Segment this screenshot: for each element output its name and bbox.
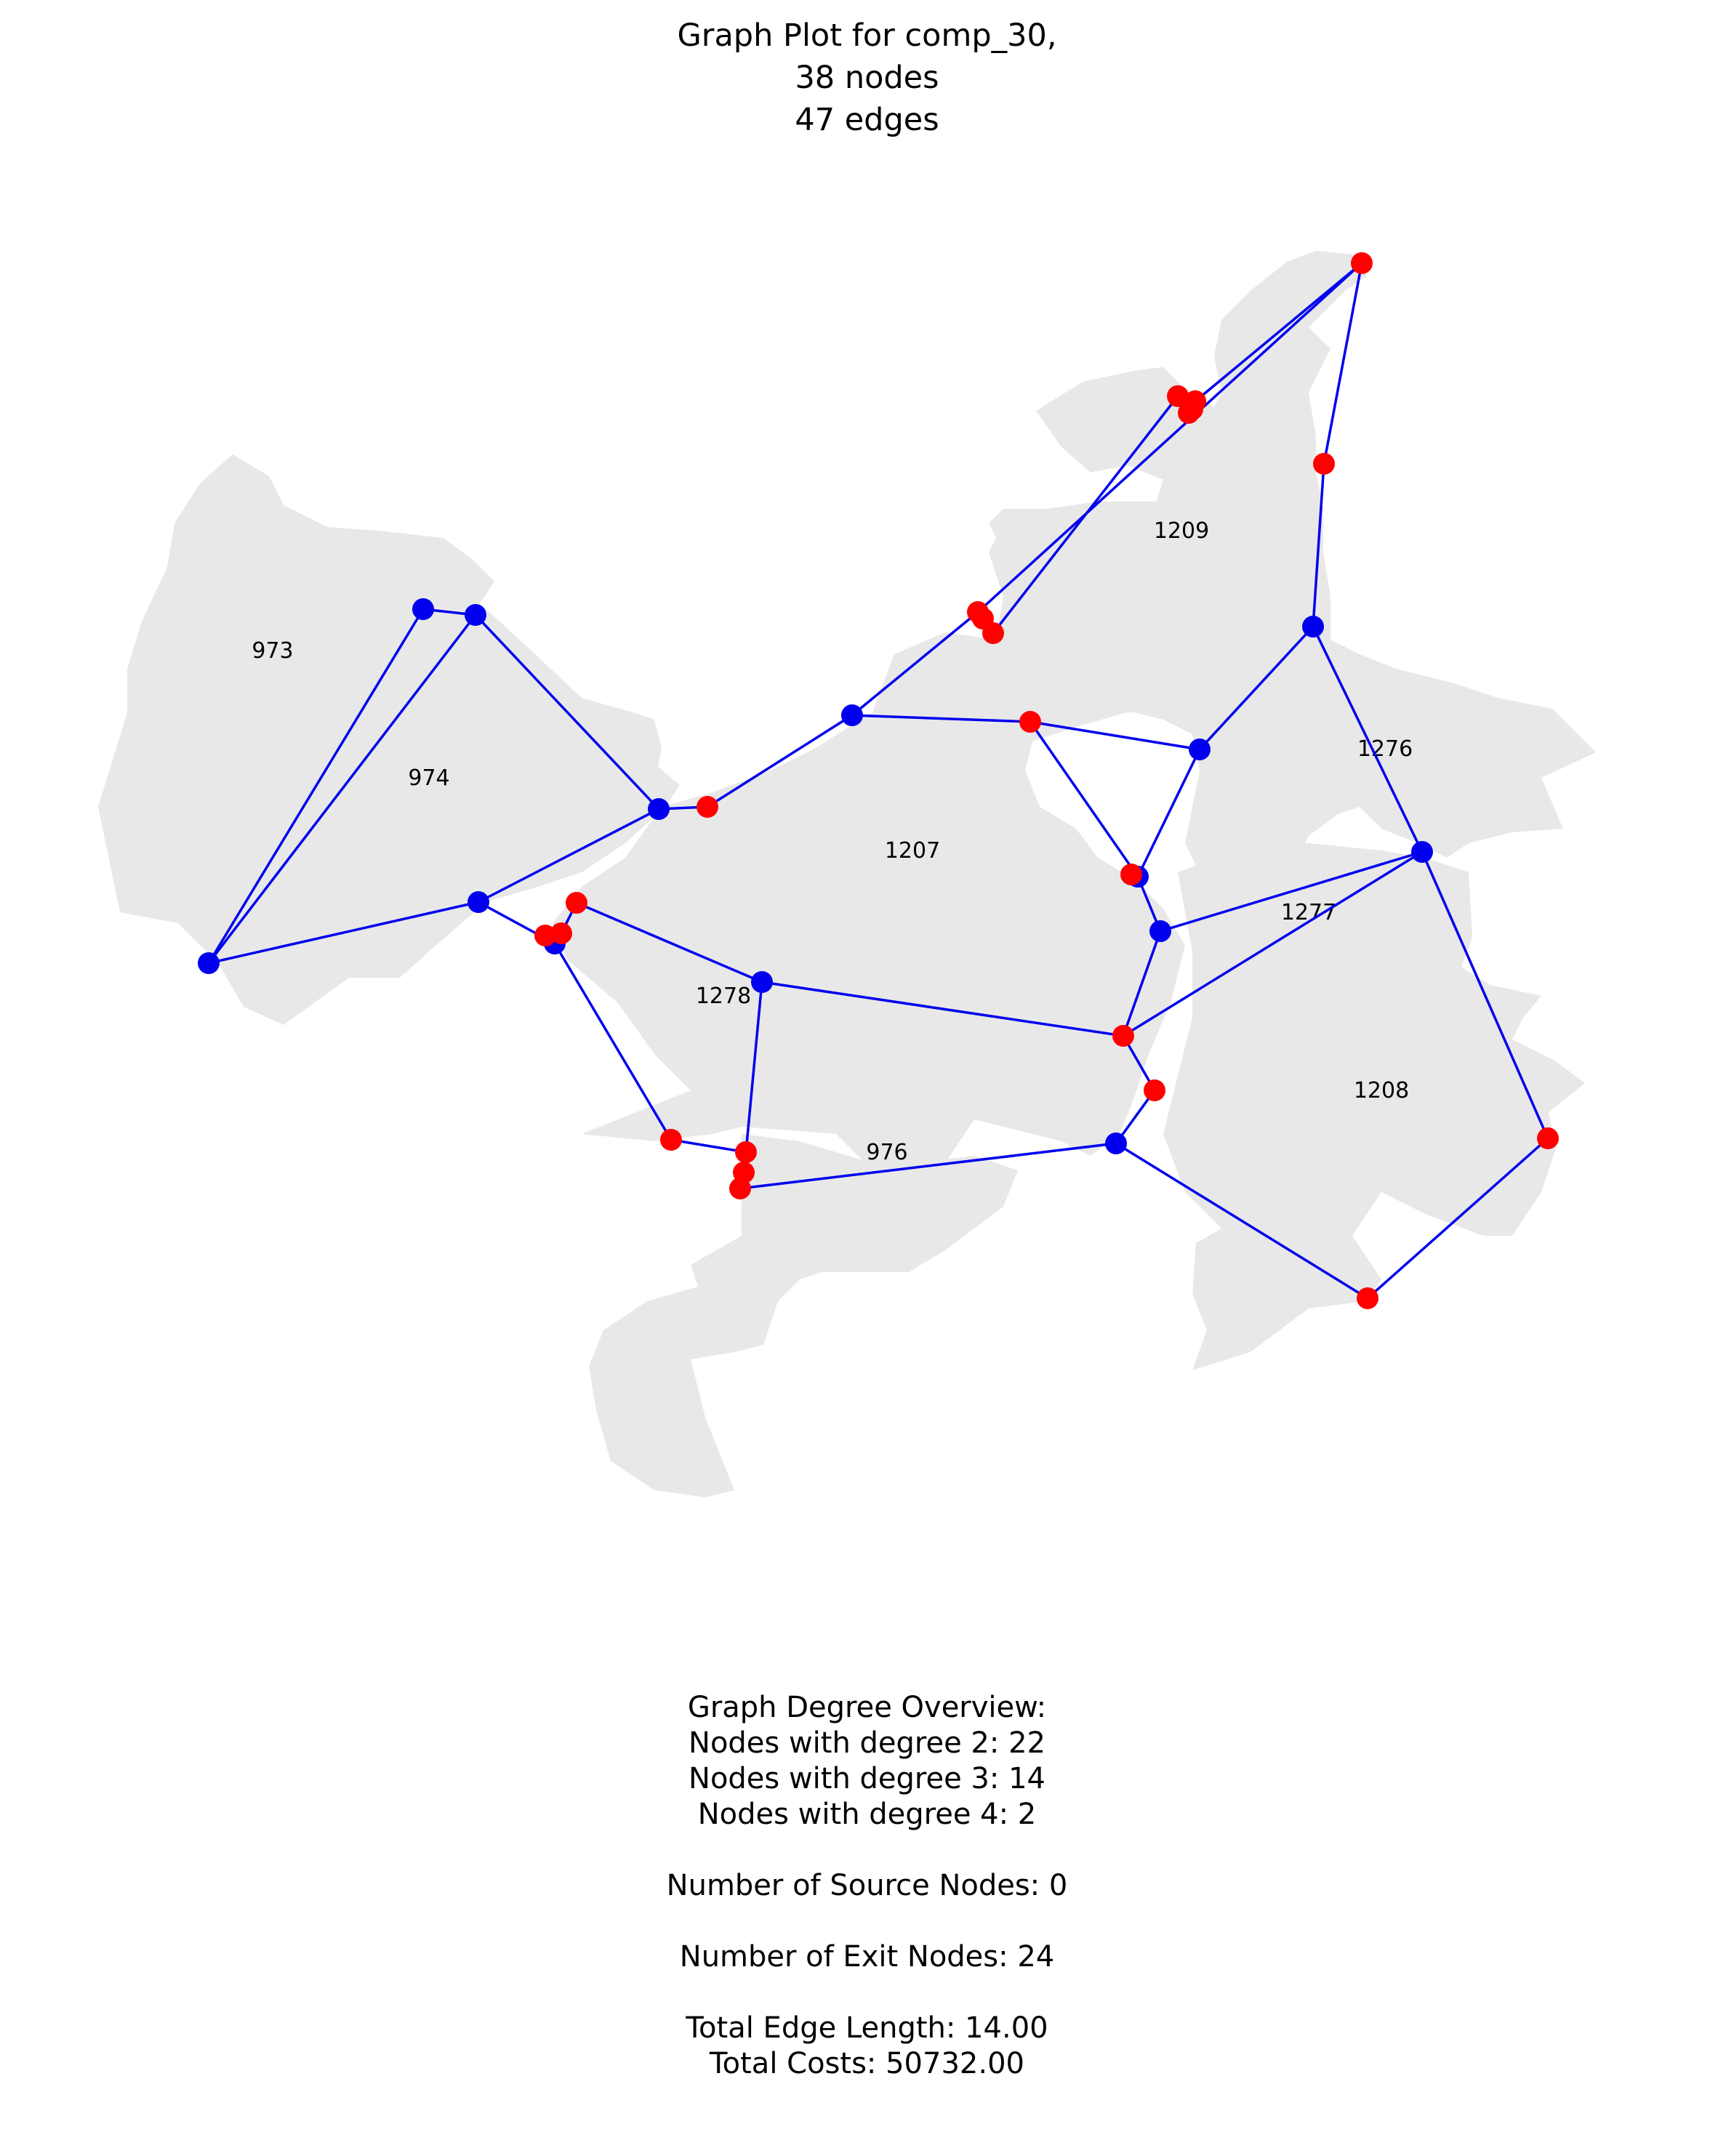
graph-edge: [1029, 720, 1200, 751]
region-label-1208: 1208: [1354, 1078, 1409, 1103]
graph-edge: [1312, 626, 1424, 853]
graph-edge: [1029, 721, 1139, 877]
degree-summary: Graph Degree Overview: Nodes with degree…: [0, 1690, 1734, 2082]
summary-spacer: [0, 1975, 1734, 2011]
summary-spacer: [0, 1904, 1734, 1939]
region-label-973: 973: [252, 638, 293, 664]
summary-source-nodes: Number of Source Nodes: 0: [666, 1869, 1068, 1902]
summary-costs: Total Costs: 50732.00: [710, 2047, 1024, 2080]
region-label-1209: 1209: [1154, 518, 1209, 544]
graph-edge: [1194, 262, 1363, 403]
region-label-974: 974: [408, 765, 449, 791]
inner-node: [412, 598, 434, 620]
region-label-1276: 1276: [1357, 736, 1413, 762]
region-label-1207: 1207: [885, 838, 940, 864]
graph-edge: [976, 262, 1363, 614]
graph-edge: [1115, 1142, 1368, 1300]
exit-node: [729, 1178, 751, 1199]
exit-node: [550, 922, 572, 944]
summary-edge-length: Total Edge Length: 14.00: [686, 2011, 1048, 2045]
inner-node: [751, 971, 773, 993]
graph-edge: [1366, 1137, 1549, 1300]
graph-edge: [707, 714, 853, 808]
summary-heading: Graph Degree Overview:: [687, 1691, 1047, 1724]
graph-edge: [1123, 850, 1423, 1037]
graph-edge: [1322, 262, 1363, 464]
graph-edge: [739, 1142, 1117, 1190]
graph-edge: [851, 611, 979, 717]
title-line-1: Graph Plot for comp_30,: [677, 17, 1057, 54]
graph-edge: [761, 981, 1124, 1037]
graph-edge: [670, 1138, 747, 1154]
region-label-1278: 1278: [696, 984, 751, 1009]
plot-title: Graph Plot for comp_30, 38 nodes 47 edge…: [0, 15, 1734, 141]
graph-edge: [1136, 749, 1201, 877]
summary-degree-4: Nodes with degree 4: 2: [697, 1798, 1037, 1831]
inner-node: [198, 952, 220, 974]
inner-node: [467, 891, 489, 913]
graph-edge: [1421, 851, 1549, 1139]
inner-node: [648, 798, 670, 820]
exit-node: [982, 622, 1004, 644]
title-line-3: 47 edges: [795, 102, 939, 138]
inner-node: [1105, 1133, 1127, 1154]
exit-node: [1019, 711, 1041, 733]
exit-node: [566, 892, 587, 914]
graph-edge: [1122, 930, 1162, 1037]
graph-edge: [576, 901, 763, 984]
region-label-976: 976: [866, 1140, 907, 1165]
exit-node: [1357, 1287, 1378, 1309]
exit-node: [1144, 1079, 1165, 1101]
exit-node: [1351, 252, 1373, 274]
exit-node: [534, 925, 556, 946]
graph-edge: [478, 808, 659, 904]
region-973-974: [98, 454, 680, 1025]
title-line-2: 38 nodes: [795, 60, 939, 96]
inner-node: [841, 704, 863, 726]
exit-node: [1120, 864, 1142, 885]
graph-edge: [1160, 850, 1423, 933]
graph-edge: [207, 614, 477, 965]
graph-edge: [207, 608, 425, 964]
exit-node: [735, 1141, 757, 1163]
exit-node: [660, 1129, 682, 1151]
exit-node: [1167, 385, 1189, 407]
inner-node: [1189, 739, 1211, 760]
graph-edge: [1115, 1089, 1156, 1145]
graph-edge: [1312, 463, 1325, 627]
exit-node: [697, 796, 718, 818]
graph-edge: [1198, 625, 1314, 751]
exit-node: [1537, 1127, 1559, 1149]
inner-node: [1411, 841, 1433, 863]
inner-node: [465, 604, 486, 626]
exit-node: [1184, 390, 1206, 412]
exit-node: [1313, 453, 1335, 475]
graph-edge: [992, 395, 1179, 635]
inner-node: [1302, 616, 1324, 637]
summary-exit-nodes: Number of Exit Nodes: 24: [679, 1940, 1055, 1974]
graph-edge: [474, 614, 660, 810]
region-1209: [989, 251, 1596, 898]
exit-node: [1112, 1025, 1134, 1047]
graph-nodes: [198, 252, 1559, 1309]
inner-node: [1149, 920, 1171, 942]
graph-edge: [851, 714, 1031, 723]
region-map: [98, 251, 1596, 1497]
region-976-tail: [589, 1134, 1018, 1497]
summary-degree-2: Nodes with degree 2: 22: [689, 1726, 1045, 1760]
summary-spacer: [0, 1833, 1734, 1868]
graph-edge: [744, 981, 763, 1153]
summary-degree-3: Nodes with degree 3: 14: [689, 1762, 1045, 1795]
graph-edge: [208, 901, 479, 965]
graph-edge: [553, 943, 673, 1141]
